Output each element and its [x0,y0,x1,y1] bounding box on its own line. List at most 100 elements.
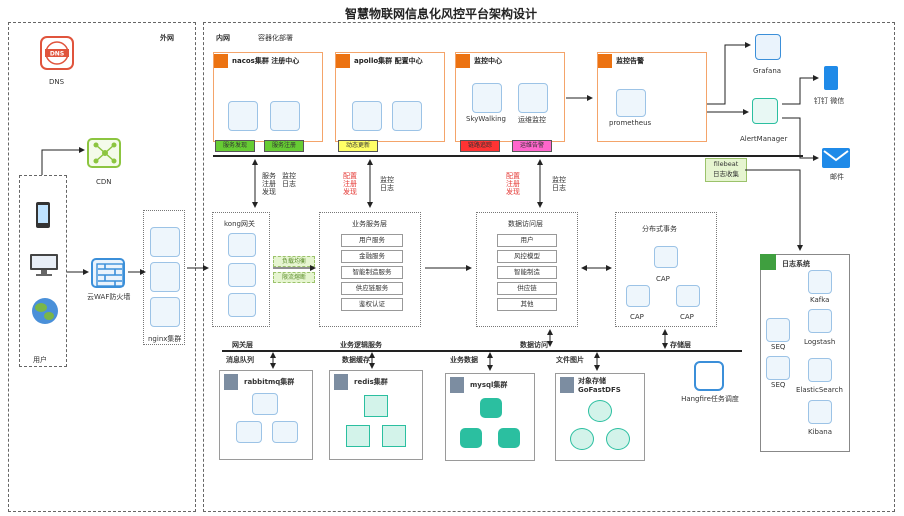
hangfire-label: Hangfire任务调度 [681,395,739,403]
arrow-label-monitor-log: 监控 日志 [282,172,296,188]
layer-mq: 消息队列 [226,356,254,364]
log-header-icon [760,254,776,270]
nginx-node-icon [150,227,180,257]
mysql-cluster: mysql集群 [445,373,535,461]
arrow-label-config-2: 配置 注册 发现 [506,172,520,196]
kong-title: kong网关 [224,220,255,228]
log-system [760,254,850,452]
data-access-item: 其他 [497,298,557,311]
tag-trace: 链路追踪 [460,140,500,152]
tag-service-discovery: 服务发现 [215,140,255,152]
cap-icon [676,285,700,307]
kong-gateway [212,212,270,327]
waf-label: 云WAF防火墙 [87,293,131,301]
grafana-label: Grafana [753,67,782,75]
dns-label: DNS [49,78,65,86]
mq-node-icon [236,421,262,443]
layer-biz-logic: 业务逻辑服务 [340,341,382,349]
ops-monitor-icon [518,83,548,113]
storage-node-icon [588,400,612,422]
logstash-label: Logstash [804,338,836,346]
lock-icon [224,374,238,390]
oss-cluster: 对象存储 GoFastDFS [555,373,645,461]
hangfire-icon [694,361,724,391]
data-access-item: 供应链 [497,282,557,295]
rabbitmq-title: rabbitmq集群 [244,378,295,386]
email-icon [822,148,850,168]
prometheus-icon [616,89,646,117]
cdn-icon [87,138,121,168]
kong-node-icon [228,293,256,317]
redis-node-icon [346,425,370,447]
arrow-label-monitor-log-2: 监控 日志 [380,176,394,192]
kibana-icon [808,400,832,424]
redis-cluster: redis集群 [329,370,423,460]
cloud-icon [214,54,228,68]
cloud-icon [456,54,470,68]
outer-network-region [8,22,196,512]
phone-icon [824,66,838,90]
nginx-cluster [143,210,185,345]
data-access-title: 数据访问层 [508,220,543,228]
alertmanager-label: AlertManager [740,135,788,143]
kibana-label: Kibana [808,428,832,436]
distributed-tx [615,212,717,327]
monitor-title: 监控中心 [474,57,502,65]
nginx-node-icon [150,297,180,327]
chip-rate-limit: 限流熔断 [273,272,315,283]
nacos-title: nacos集群 注册中心 [232,57,300,65]
cap-icon [626,285,650,307]
data-access-item: 风控模型 [497,250,557,263]
bottom-bus-line [222,350,742,352]
seq-label: SEQ [771,343,786,351]
arrow-label-register-discovery: 服务 注册 发现 [262,172,276,196]
business-item: 金融服务 [341,250,403,263]
layer-data-access: 数据访问 [520,341,548,349]
user-label: 用户 [33,356,47,364]
data-access-item: 智能制造 [497,266,557,279]
oss-title: 对象存储 GoFastDFS [578,377,621,394]
redis-node-icon [364,395,388,417]
email-label: 邮件 [830,173,844,181]
ops-monitor-label: 运维监控 [518,116,546,124]
cloud-service-icon [228,101,258,131]
business-title: 业务服务层 [352,220,387,228]
mobile-icon [36,202,50,228]
tag-dynamic-update: 动态更新 [338,140,378,152]
arrow-label-monitor-log-3: 监控 日志 [552,176,566,192]
data-access-item: 用户 [497,234,557,247]
lock-icon [334,374,348,390]
kafka-icon [808,270,832,294]
business-layer [319,212,421,327]
inner-network-label: 内网 [216,34,230,42]
business-item: 供应链服务 [341,282,403,295]
dingtalk-label: 钉钉 微信 [814,97,845,105]
cloud-service-icon [270,101,300,131]
cloud-icon [336,54,350,68]
nginx-node-icon [150,262,180,292]
globe-icon [32,298,58,324]
business-item: 鉴权认证 [341,298,403,311]
mq-node-icon [272,421,298,443]
kong-node-icon [228,263,256,287]
distributed-title: 分布式事务 [642,225,677,233]
layer-cache: 数据缓存 [342,356,370,364]
logstash-icon [808,309,832,333]
redis-node-icon [382,425,406,447]
nginx-label: nginx集群 [148,335,182,343]
alert-title: 监控告警 [616,57,644,65]
data-access-layer [476,212,578,327]
chip-load-balance: 负载均衡 [273,256,315,267]
lock-icon [560,377,574,393]
skywalking-icon [472,83,502,113]
mq-node-icon [252,393,278,415]
monitor-icon [30,254,58,276]
monitor-cluster: 监控中心 SkyWalking 运维监控 [455,52,565,142]
apollo-cluster: apollo集群 配置中心 [335,52,445,142]
arrow-label-config: 配置 注册 发现 [343,172,357,196]
nacos-cluster: nacos集群 注册中心 [213,52,323,142]
business-item: 用户服务 [341,234,403,247]
mysql-title: mysql集群 [470,381,508,389]
user-group [19,175,67,367]
